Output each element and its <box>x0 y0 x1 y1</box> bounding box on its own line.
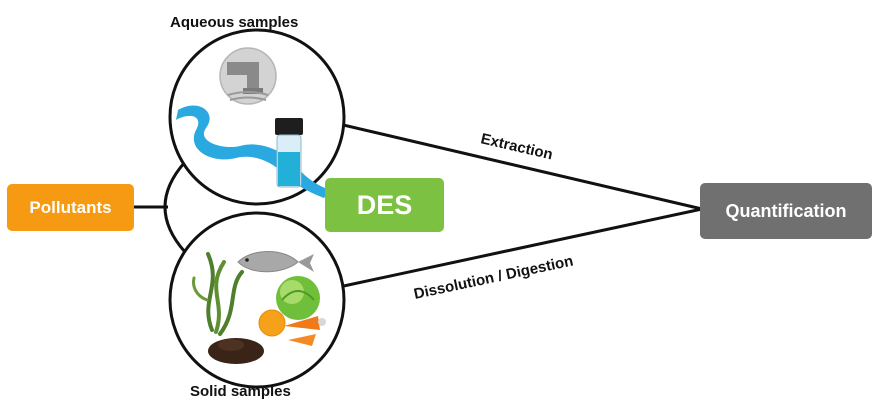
aqueous-samples-label: Aqueous samples <box>170 14 299 31</box>
fish-icon <box>237 251 314 273</box>
pollutants-box: Pollutants <box>7 184 134 231</box>
sample-vial-icon <box>275 118 303 188</box>
soil-icon <box>208 338 264 364</box>
dissolution-label: Dissolution / Digestion <box>412 252 574 302</box>
solid-samples-circle <box>168 211 346 389</box>
aqueous-samples-circle <box>168 28 346 206</box>
factory-pipe-icon <box>219 47 277 105</box>
bracket-arc <box>163 161 187 253</box>
dissolution-line <box>338 207 703 289</box>
orange-icon <box>258 309 286 337</box>
quantification-box: Quantification <box>700 183 872 239</box>
cabbage-icon <box>276 276 320 320</box>
solid-samples-label: Solid samples <box>190 383 291 400</box>
seaweed-icon <box>192 252 244 336</box>
extraction-line <box>338 122 703 211</box>
des-box: DES <box>325 178 444 232</box>
carrot-icon <box>284 316 326 346</box>
